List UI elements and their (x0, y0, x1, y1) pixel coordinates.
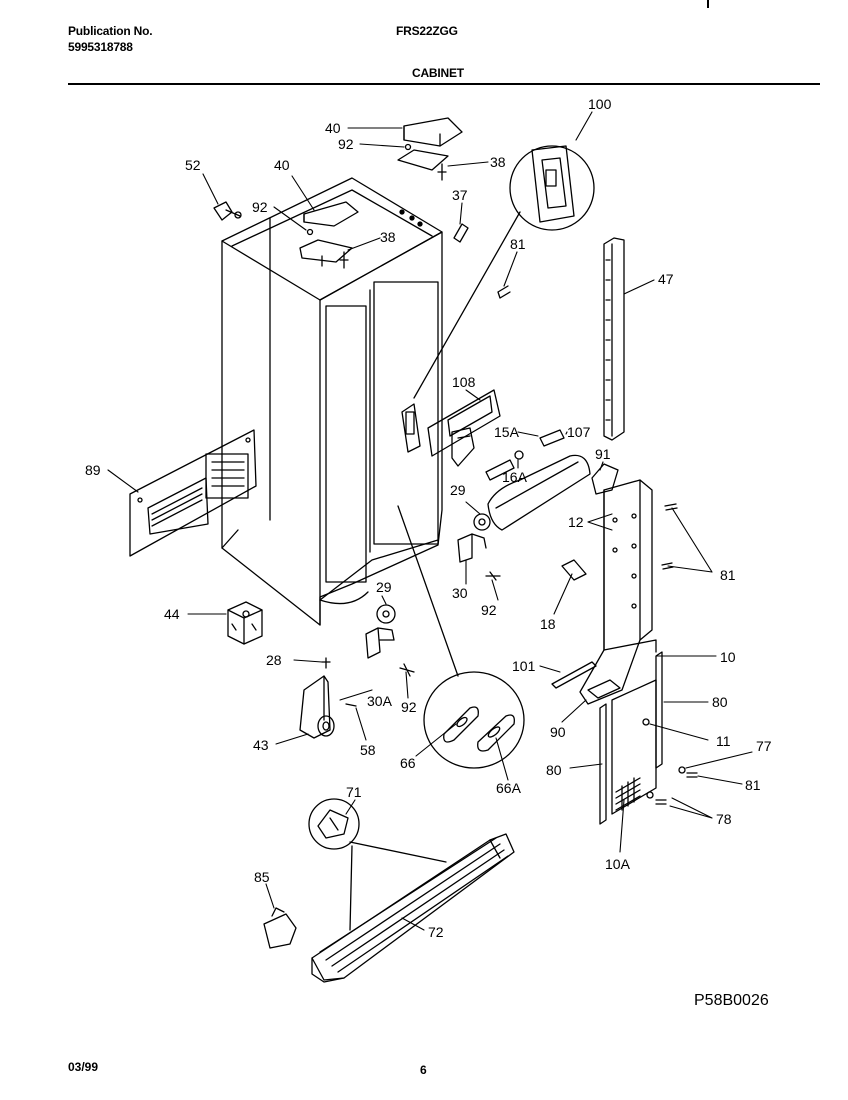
cabinet-body (221, 177, 443, 626)
top-hinge-parts (299, 117, 463, 269)
callout-58: 58 (360, 742, 376, 758)
callout-81a: 81 (510, 236, 526, 252)
callout-108: 108 (452, 374, 476, 390)
callout-92b: 92 (252, 199, 268, 215)
detail-circle-100 (413, 145, 595, 399)
callout-81b: 81 (720, 567, 736, 583)
callout-38a: 38 (490, 154, 506, 170)
callout-66: 66 (400, 755, 416, 771)
callout-92c: 92 (481, 602, 497, 618)
part-101-rod (551, 661, 597, 689)
callout-77: 77 (756, 738, 772, 754)
part-10-duct (579, 479, 657, 705)
callout-29a: 29 (450, 482, 466, 498)
part-81-screws (497, 285, 698, 778)
callout-100: 100 (588, 96, 612, 112)
callout-12: 12 (568, 514, 584, 530)
publication-number: 5995318788 (68, 40, 133, 54)
callout-72: 72 (428, 924, 444, 940)
callout-92d: 92 (401, 699, 417, 715)
callout-18: 18 (540, 616, 556, 632)
callout-92a: 92 (338, 136, 354, 152)
callout-10A: 10A (605, 856, 631, 872)
callout-71: 71 (346, 784, 362, 800)
section-title: CABINET (412, 66, 464, 80)
part-37-clip (453, 223, 469, 243)
callout-38b: 38 (380, 229, 396, 245)
callout-52: 52 (185, 157, 201, 173)
part-47-rail (603, 237, 625, 441)
callout-90: 90 (550, 724, 566, 740)
callout-40b: 40 (274, 157, 290, 173)
callout-43: 43 (253, 737, 269, 753)
part-108-panel (401, 389, 501, 467)
callout-101: 101 (512, 658, 536, 674)
header-rule (68, 83, 820, 85)
callout-85: 85 (254, 869, 270, 885)
callout-81c: 81 (745, 777, 761, 793)
part-77-78-fasteners (646, 766, 686, 805)
callout-30A: 30A (367, 693, 393, 709)
part-72-grille (311, 833, 515, 983)
part-89-control-board (129, 429, 257, 557)
callout-40a: 40 (325, 120, 341, 136)
part-52-anchor (213, 201, 242, 221)
part-44-relay (227, 601, 263, 645)
callout-66A: 66A (496, 780, 522, 796)
part-15A-16A (485, 429, 565, 481)
part-85-bracket (263, 907, 297, 949)
callout-80b: 80 (546, 762, 562, 778)
callout-37: 37 (452, 187, 468, 203)
footer-date: 03/99 (68, 1060, 99, 1074)
page-number: 6 (420, 1063, 427, 1077)
callout-16A: 16A (502, 469, 528, 485)
callout-80a: 80 (712, 694, 728, 710)
callout-11: 11 (716, 733, 731, 749)
part-107-cover (487, 454, 591, 531)
detail-circle-71 (308, 798, 447, 931)
model-number: FRS22ZGG (396, 24, 458, 38)
part-29-30-hinge (321, 513, 501, 677)
part-10A-panel (599, 651, 663, 825)
publication-label: Publication No. (68, 24, 153, 38)
callout-107: 107 (567, 424, 591, 440)
corner-tick (707, 0, 709, 8)
leader-lines (107, 111, 753, 931)
callout-28: 28 (266, 652, 282, 668)
callout-78: 78 (716, 811, 732, 827)
callout-15A: 15A (494, 424, 520, 440)
callout-29b: 29 (376, 579, 392, 595)
callout-30: 30 (452, 585, 468, 601)
detail-circle-66 (397, 505, 525, 769)
callout-labels: 40 92 38 100 52 40 92 38 37 81 47 108 15… (85, 96, 772, 940)
part-90-clip (587, 679, 621, 699)
callout-91: 91 (595, 446, 611, 462)
callout-47: 47 (658, 271, 674, 287)
part-18-sensor (561, 559, 587, 581)
part-43-roller (299, 675, 357, 739)
callout-44: 44 (164, 606, 180, 622)
diagram-code: P58B0026 (694, 992, 769, 1009)
part-91-bracket (591, 463, 619, 495)
callout-10: 10 (720, 649, 736, 665)
callout-89: 89 (85, 462, 101, 478)
